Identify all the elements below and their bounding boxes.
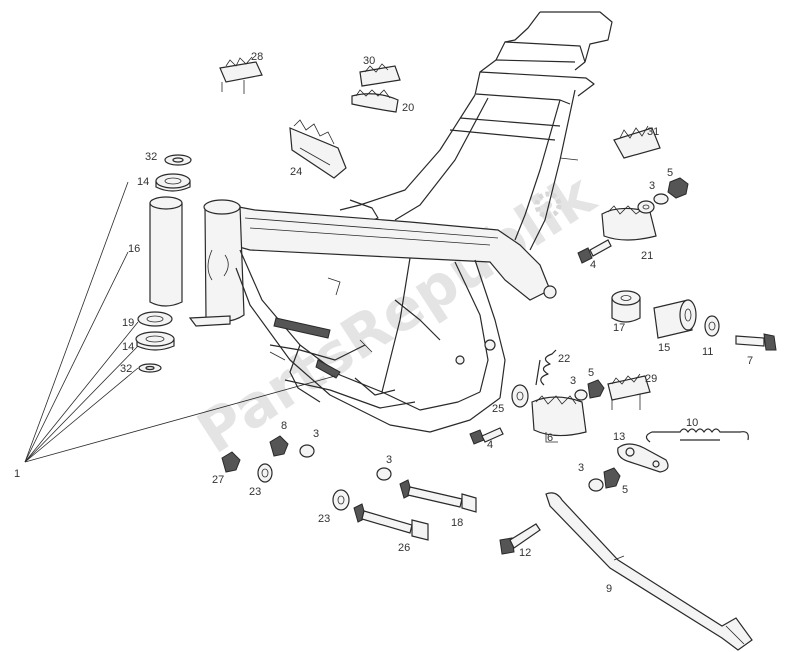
spacer-17 [611, 290, 641, 323]
callout-6: 6 [547, 432, 553, 444]
callout-9: 9 [606, 583, 612, 595]
footrest-24 [289, 119, 347, 179]
hardware-right-middle [574, 379, 605, 401]
footrest-rubber-30 [359, 63, 401, 87]
callout-21: 21 [641, 250, 653, 262]
callout-3-center: 3 [386, 454, 392, 466]
bolt-7 [735, 333, 777, 351]
callout-30: 30 [363, 55, 375, 67]
bolt-12 [499, 523, 541, 555]
callout-3-lower-right: 3 [578, 462, 584, 474]
callout-12: 12 [519, 547, 531, 559]
bolt-18 [399, 479, 477, 513]
gear-watermark-icon [534, 191, 562, 219]
main-frame [188, 11, 613, 433]
callout-31: 31 [647, 126, 659, 138]
spring-10 [645, 428, 749, 443]
callout-18: 18 [451, 517, 463, 529]
callout-10: 10 [686, 417, 698, 429]
side-stand-9 [545, 492, 753, 651]
bolt-4-lower [469, 427, 504, 445]
callout-14-upper: 14 [137, 176, 149, 188]
callout-5-middle: 5 [588, 367, 594, 379]
bolt-26 [353, 503, 429, 541]
callout-4-lower: 4 [487, 439, 493, 451]
footrest-21 [601, 205, 657, 241]
hardware-right-upper [637, 177, 689, 214]
callout-28: 28 [251, 51, 263, 63]
callout-5-upper: 5 [667, 167, 673, 179]
footrest-20 [351, 89, 399, 113]
callout-labels: 1 14 16 19 14 32 32 28 30 20 24 31 5 3 4… [14, 51, 753, 595]
callout-13: 13 [613, 431, 625, 443]
callout-3-upper: 3 [649, 180, 655, 192]
hardware-left-lower [221, 435, 392, 511]
callout-7: 7 [747, 355, 753, 367]
bushing-15 [653, 299, 697, 339]
footrest-6 [531, 395, 587, 443]
spring-22 [535, 349, 557, 386]
callout-27: 27 [212, 474, 224, 486]
callout-11: 11 [702, 346, 713, 358]
callout-17: 17 [613, 322, 625, 334]
steering-bearing-stack [135, 154, 192, 373]
callout-32-lower: 32 [120, 363, 132, 375]
callout-25: 25 [492, 403, 504, 415]
callout-23-lower: 23 [318, 513, 330, 525]
callout-15: 15 [658, 342, 670, 354]
callout-24: 24 [290, 166, 302, 178]
callout-20: 20 [402, 102, 414, 114]
callout-32-upper: 32 [145, 151, 157, 163]
callout-19: 19 [122, 317, 134, 329]
callout-26: 26 [398, 542, 410, 554]
callout-3-left: 3 [313, 428, 319, 440]
callout-4-upper: 4 [590, 259, 596, 271]
hardware-right-lower [588, 467, 621, 492]
callout-1: 1 [14, 468, 20, 480]
footrest-rubber-31 [613, 125, 661, 159]
bracket-13 [617, 443, 669, 473]
callout-8: 8 [281, 420, 287, 432]
callout-5-lower: 5 [622, 484, 628, 496]
callout-3-middle: 3 [570, 375, 576, 387]
callout-23-upper: 23 [249, 486, 261, 498]
callout-29: 29 [645, 373, 657, 385]
footrest-28 [219, 56, 263, 94]
callout-16: 16 [128, 243, 140, 255]
leader-lines [24, 181, 336, 463]
washer-11 [704, 315, 720, 337]
bolt-4-upper [577, 239, 612, 264]
callout-14-lower: 14 [122, 341, 134, 353]
callout-22: 22 [558, 353, 570, 365]
spacer-25 [511, 384, 529, 408]
footrest-29 [607, 373, 651, 410]
